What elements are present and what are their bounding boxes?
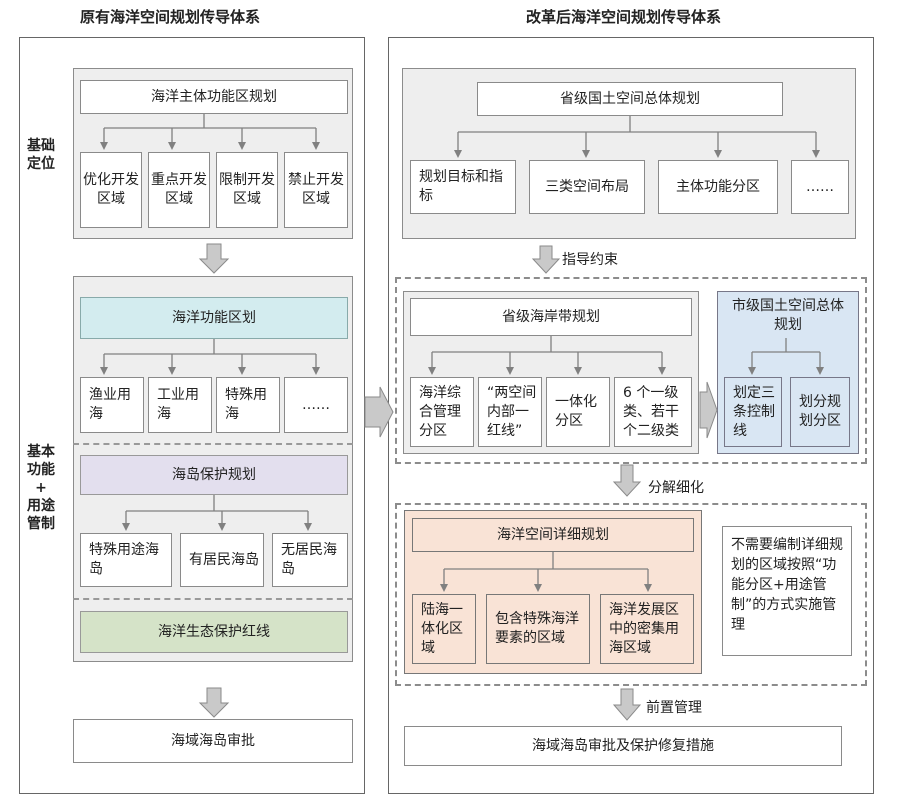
arrowhead — [312, 367, 320, 375]
side-label-function-use: 基本 功能 + 用途 管制 — [27, 444, 55, 532]
coastal-plan-box: 省级海岸带规划 — [410, 298, 692, 336]
arrowhead — [100, 367, 108, 375]
tree-connector — [751, 338, 821, 371]
arrowhead — [812, 150, 820, 158]
category-classes: 6 个一级类、若干个二级类 — [614, 377, 692, 447]
arrowhead — [582, 150, 590, 158]
arrowhead — [168, 367, 176, 375]
arrowhead — [454, 150, 462, 158]
special-marine-element-area: 包含特殊海洋要素的区域 — [486, 594, 590, 664]
more-sea-use: …… — [284, 377, 348, 433]
marine-integrated-zone: 海洋综合管理分区 — [410, 377, 474, 447]
special-sea-use: 特殊用海 — [216, 377, 280, 433]
arrowhead — [218, 523, 226, 531]
more-provincial: …… — [791, 160, 849, 214]
guide-constraint-label: 指导约束 — [562, 252, 618, 268]
tree-connector — [103, 114, 317, 146]
side-label-basic-position: 基础 定位 — [27, 138, 55, 172]
tree-connector — [125, 495, 309, 527]
arrowhead — [122, 523, 130, 531]
arrowhead — [428, 367, 436, 375]
arrowhead — [238, 142, 246, 150]
block-arrow-down — [612, 464, 642, 497]
block-arrow-right — [699, 381, 718, 439]
arrowhead — [644, 584, 652, 592]
eco-redline-box: 海洋生态保护红线 — [80, 611, 348, 653]
land-sea-integrated-area: 陆海一体化区域 — [412, 594, 476, 664]
coastal-dashed-region — [395, 277, 867, 464]
industrial-sea-use: 工业用海 — [148, 377, 212, 433]
two-space-redline: “两空间内部一红线” — [478, 377, 542, 447]
tree-connector — [103, 339, 317, 371]
dense-sea-use-area: 海洋发展区中的密集用海区域 — [600, 594, 694, 664]
integration-zone: 一体化分区 — [546, 377, 610, 447]
arrowhead — [506, 367, 514, 375]
island-protection-box: 海岛保护规划 — [80, 455, 348, 495]
arrowhead — [100, 142, 108, 150]
main-function-division: 主体功能分区 — [658, 160, 778, 214]
key-dev-zone: 重点开发区域 — [148, 152, 210, 228]
tree-connector — [457, 116, 817, 154]
arrowhead — [440, 584, 448, 592]
tree-connector — [431, 336, 663, 371]
divider — [73, 598, 353, 600]
block-arrow-down — [612, 688, 642, 721]
no-detailed-plan-note: 不需要编制详细规划的区域按照“功能分区+用途管制”的方式实施管理 — [722, 526, 852, 656]
right-title: 改革后海洋空间规划传导体系 — [526, 8, 722, 26]
main-function-zone-box: 海洋主体功能区规划 — [80, 80, 348, 114]
arrowhead — [714, 150, 722, 158]
pre-management-label: 前置管理 — [646, 700, 702, 716]
arrowhead — [534, 584, 542, 592]
block-arrow-right — [364, 386, 394, 438]
goals-indicators: 规划目标和指标 — [410, 160, 516, 214]
detailed-dashed-region — [395, 503, 867, 686]
city-overall-title: 市级国土空间总体规划 — [732, 298, 844, 333]
block-arrow-down — [531, 245, 561, 274]
arrowhead — [816, 367, 824, 375]
provincial-overall-box: 省级国土空间总体规划 — [477, 82, 783, 116]
left-title: 原有海洋空间规划传导体系 — [80, 8, 261, 26]
arrowhead — [168, 142, 176, 150]
arrowhead — [574, 367, 582, 375]
arrowhead — [748, 367, 756, 375]
divider — [73, 443, 353, 445]
block-arrow-down — [198, 243, 230, 274]
detailed-plan-box: 海洋空间详细规划 — [412, 518, 694, 552]
special-use-island: 特殊用途海岛 — [80, 533, 172, 587]
arrowhead — [312, 142, 320, 150]
planning-zones: 划分规划分区 — [790, 377, 850, 447]
uninhabited-island: 无居民海岛 — [272, 533, 348, 587]
decompose-label: 分解细化 — [648, 480, 704, 496]
left-approval-box: 海域海岛审批 — [73, 719, 353, 763]
arrowhead — [304, 523, 312, 531]
three-control-lines: 划定三条控制线 — [724, 377, 782, 447]
block-arrow-down — [198, 687, 230, 718]
right-approval-box: 海域海岛审批及保护修复措施 — [404, 726, 842, 766]
fishery-sea-use: 渔业用海 — [80, 377, 144, 433]
optimized-dev-zone: 优化开发区域 — [80, 152, 142, 228]
prohibited-dev-zone: 禁止开发区域 — [284, 152, 348, 228]
tree-connector — [443, 552, 649, 588]
inhabited-island: 有居民海岛 — [180, 533, 264, 587]
three-space-layout: 三类空间布局 — [529, 160, 645, 214]
arrowhead — [658, 367, 666, 375]
marine-function-zone-box: 海洋功能区划 — [80, 297, 348, 339]
restricted-dev-zone: 限制开发区域 — [216, 152, 278, 228]
arrowhead — [238, 367, 246, 375]
